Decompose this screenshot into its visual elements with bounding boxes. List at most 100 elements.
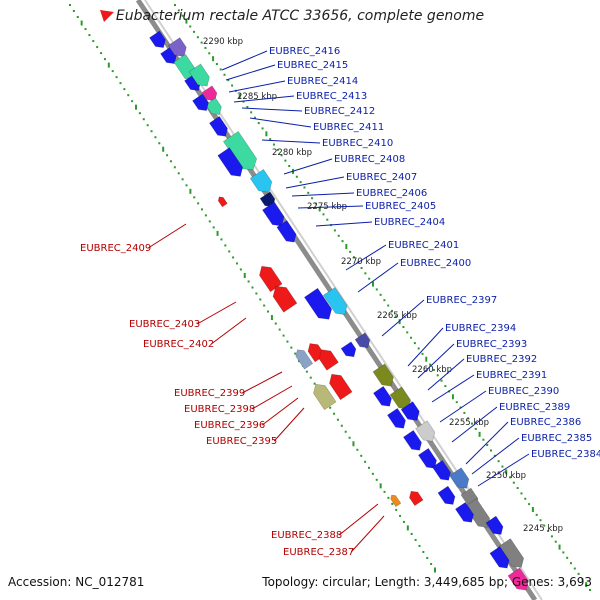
gc-content-dot [398, 319, 401, 325]
forward-cds-arrow [217, 147, 243, 177]
gc-content-dot [501, 465, 504, 468]
forward-cds-arrow [354, 332, 371, 349]
reverse-gene-leader [196, 301, 237, 325]
gc-content-dot [505, 469, 508, 475]
gc-content-dot [425, 356, 428, 362]
forward-cds-arrow [489, 546, 510, 569]
gc-content-dot [467, 417, 470, 420]
forward-cds-arrow-shape [192, 93, 209, 111]
gc-skew-dot [434, 567, 436, 573]
forward-cds-arrow-shape [432, 459, 451, 481]
forward-cds-arrow-shape [205, 97, 222, 115]
forward-cds-arrow-shape [449, 467, 470, 489]
gc-skew-dot [228, 250, 231, 253]
gc-content-dot [394, 315, 397, 318]
gc-content-dot [215, 63, 218, 66]
gc-content-dot [497, 460, 500, 463]
gc-skew-dot [426, 556, 429, 559]
reverse-cds-arrow-shape [217, 196, 228, 208]
gc-content-dot [360, 266, 363, 269]
gc-content-dot [284, 159, 287, 162]
forward-gene-label: EUBREC_2392 [466, 354, 537, 365]
gc-skew-dot [239, 268, 242, 271]
forward-gene-leader [417, 343, 455, 379]
gc-content-dot [368, 277, 371, 280]
accession-value: NC_012781 [75, 575, 145, 589]
gc-content-dot [326, 218, 329, 221]
forward-cds-arrow-shape [415, 420, 436, 442]
gc-content-dot [509, 476, 512, 479]
forward-cds-arrow-shape [403, 429, 422, 451]
kbp-tick-label: 2270 kbp [341, 257, 381, 267]
gc-content-dot [371, 281, 374, 287]
gc-content-dot [200, 41, 203, 44]
forward-gene-leader [241, 107, 303, 112]
gc-skew-dot [208, 220, 211, 223]
gc-skew-dot [127, 94, 130, 97]
genes-label: Genes: [511, 575, 554, 589]
gc-content-dot [421, 352, 424, 355]
gc-content-dot [265, 131, 268, 137]
gc-skew-dot [263, 304, 266, 307]
reverse-gene-label: EUBREC_2388 [271, 530, 342, 541]
gc-content-dot [185, 18, 188, 24]
forward-cds-arrow [262, 201, 285, 227]
gc-content-dot [341, 240, 344, 243]
gc-skew-dot [278, 328, 281, 331]
forward-cds-arrow-shape [387, 407, 406, 429]
gc-skew-dot [418, 544, 421, 547]
gc-skew-dot [340, 424, 343, 427]
forward-cds-arrow-shape [167, 37, 187, 57]
forward-gene-leader [427, 358, 465, 391]
forward-cds-arrow-shape [400, 401, 420, 421]
gc-content-dot [463, 411, 466, 414]
forward-cds-arrow [415, 420, 436, 442]
gc-content-dot [253, 116, 256, 119]
kbp-tick-label: 2290 kbp [203, 37, 243, 47]
forward-gene-leader [407, 327, 444, 367]
forward-gene-label: EUBREC_2412 [304, 106, 375, 117]
gc-content-dot [528, 503, 531, 506]
forward-cds-arrow-shape [304, 287, 332, 320]
forward-cds-arrow-shape [149, 30, 166, 48]
gc-content-dot [223, 73, 226, 76]
forward-cds-arrow [507, 567, 529, 591]
gc-content-dot [314, 202, 317, 205]
gc-skew-dot [224, 244, 227, 247]
genome-summary: Topology: circular; Length: 3,449,685 bp… [262, 575, 592, 589]
forward-cds-arrow [201, 85, 218, 102]
gc-content-dot [558, 544, 561, 550]
gc-skew-dot [367, 466, 370, 469]
forward-gene-leader [451, 406, 498, 443]
gc-skew-dot [96, 46, 99, 49]
gc-content-dot [569, 562, 572, 565]
gc-content-dot [474, 427, 477, 430]
gc-content-dot [272, 143, 275, 146]
gc-skew-dot [135, 104, 138, 110]
gc-skew-dot [259, 298, 262, 301]
reverse-gene-label: EUBREC_2396 [194, 420, 265, 431]
accession-info: Accession: NC_012781 [8, 575, 144, 589]
gc-skew-dot [111, 70, 114, 73]
gc-skew-dot [286, 340, 289, 343]
forward-cds-arrow [322, 287, 348, 315]
accession-label: Accession: [8, 575, 72, 589]
forward-gene-label: EUBREC_2416 [269, 46, 340, 57]
reverse-cds-arrow-shape [329, 373, 353, 401]
reverse-cds-arrow [313, 383, 337, 411]
gc-content-dot [261, 127, 264, 130]
gc-skew-dot [313, 382, 316, 385]
gc-skew-dot [352, 441, 355, 447]
gc-skew-dot [193, 196, 196, 199]
forward-gene-label: EUBREC_2404 [374, 217, 445, 228]
forward-gene-leader [283, 158, 333, 175]
gc-skew-dot [185, 184, 188, 187]
kbp-tick-label: 2245 kbp [523, 524, 563, 534]
kbp-tick-label: 2260 kbp [412, 365, 452, 375]
forward-gene-label: EUBREC_2393 [456, 339, 527, 350]
gc-content-dot [379, 293, 382, 296]
gc-content-dot [486, 444, 489, 447]
gc-skew-dot [146, 124, 149, 127]
gc-content-dot [295, 175, 298, 178]
gc-skew-dot [150, 130, 153, 133]
